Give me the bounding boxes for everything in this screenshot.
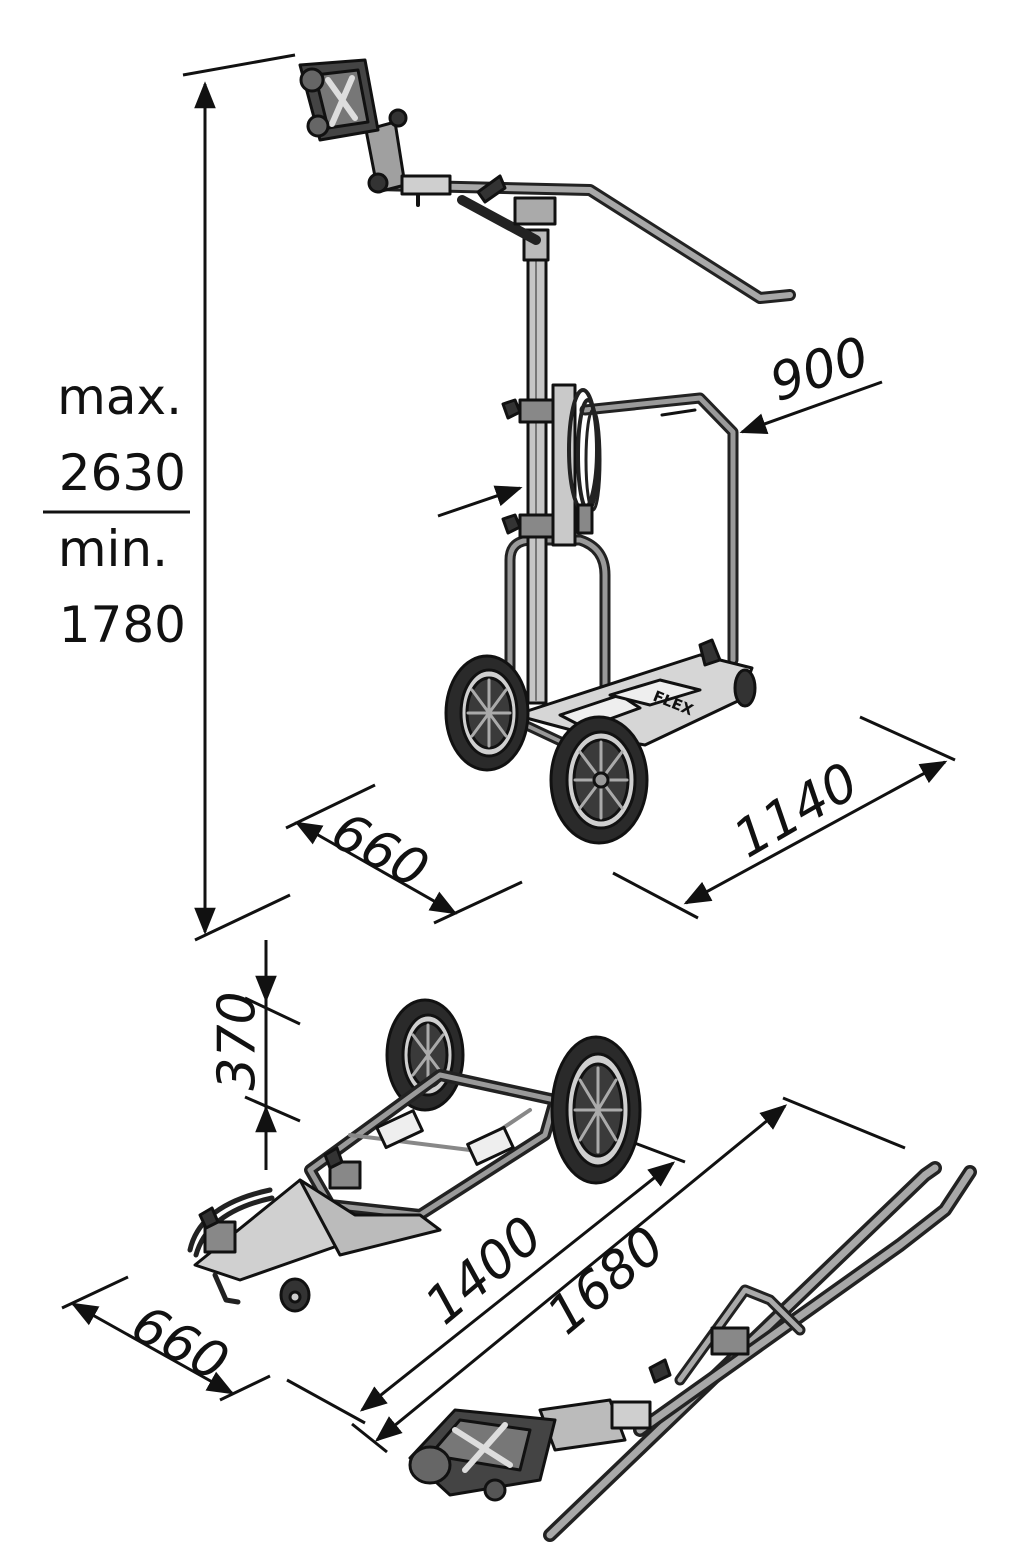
max-height-prefix: max. bbox=[57, 368, 182, 426]
folded-trolley bbox=[187, 998, 642, 1313]
upright-wheel-right bbox=[549, 715, 649, 845]
depth-dimension-900 bbox=[437, 380, 883, 518]
width-dimension-660-top bbox=[285, 783, 523, 925]
folded-wheel-front bbox=[550, 1035, 642, 1185]
width-dimension-660-bottom bbox=[61, 1275, 271, 1402]
height-dimension bbox=[43, 53, 296, 942]
min-height-prefix: min. bbox=[57, 520, 168, 578]
length-dimension-1140 bbox=[612, 715, 956, 920]
upright-trolley: FLEX bbox=[298, 58, 796, 845]
folded-arm-assembly bbox=[408, 1161, 977, 1542]
folded-laser-head bbox=[408, 1408, 557, 1502]
laser-head bbox=[298, 58, 408, 142]
height-dimension-370 bbox=[244, 940, 301, 1170]
upright-caster bbox=[698, 638, 757, 708]
folded-wheel-back bbox=[385, 998, 465, 1112]
min-height-value: 1780 bbox=[58, 596, 186, 654]
upright-wheel-left bbox=[444, 654, 530, 772]
length-dimension-1680 bbox=[351, 1096, 906, 1454]
max-height-value: 2630 bbox=[58, 444, 186, 502]
height-label-370: 370 bbox=[207, 991, 268, 1091]
